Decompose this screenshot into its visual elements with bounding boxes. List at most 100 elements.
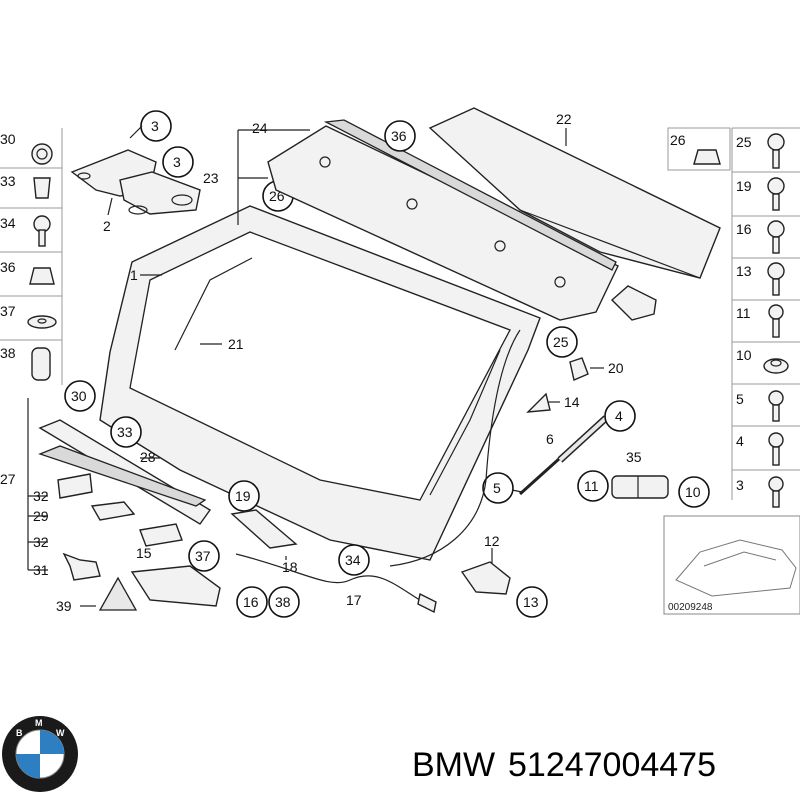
callout-17-text: 17 xyxy=(346,592,362,608)
callout-6-text: 6 xyxy=(546,431,554,447)
svg-text:10: 10 xyxy=(685,484,701,500)
hinge-assembly: 2 3 3 xyxy=(70,110,201,234)
svg-text:4: 4 xyxy=(615,408,623,424)
switch-18 xyxy=(230,509,298,549)
left-label-37: 37 xyxy=(0,303,16,319)
button-29 xyxy=(90,501,136,521)
screw-5-icon xyxy=(768,390,784,406)
callout-11 xyxy=(577,470,609,502)
brand-label: BMW xyxy=(412,746,495,784)
svg-text:38: 38 xyxy=(275,594,291,610)
callout-32b-text: 32 xyxy=(33,534,49,550)
callout-13 xyxy=(516,586,548,618)
svg-text:5: 5 xyxy=(493,480,501,496)
callout-1-text: 1 xyxy=(130,267,138,283)
right-label-19: 19 xyxy=(736,178,752,194)
plug-20 xyxy=(569,357,589,381)
bracket-14 xyxy=(526,392,551,413)
grommet-26-icon xyxy=(693,149,721,165)
callout-39-text: 39 xyxy=(56,598,72,614)
inner-top-panel: 24 23 36 xyxy=(203,119,619,321)
washer-37-icon xyxy=(27,315,57,329)
left-parts-column: 30 33 34 36 37 38 xyxy=(0,128,63,385)
gas-strut-assembly: 25 20 14 6 4 5 35 11 10 xyxy=(482,326,710,508)
cap-36-icon xyxy=(29,267,55,285)
svg-text:16: 16 xyxy=(243,594,259,610)
screw-25-icon xyxy=(767,133,785,151)
vehicle-location-inset: 00209248 xyxy=(663,515,800,615)
seal-strip-24 xyxy=(323,119,617,271)
right-parts-column: 26 25 19 16 13 11 10 5 xyxy=(667,127,800,508)
screw-3-icon xyxy=(768,476,784,492)
left-label-33: 33 xyxy=(0,173,16,189)
seal-cable xyxy=(389,329,521,567)
screw-4-icon xyxy=(768,432,784,448)
tailgate-frame: 1 21 26 xyxy=(99,180,541,561)
callout-28-text: 28 xyxy=(140,449,156,465)
right-label-5: 5 xyxy=(736,391,744,407)
callout-32a-text: 32 xyxy=(33,488,49,504)
callout-29-text: 29 xyxy=(33,508,49,524)
svg-text:13: 13 xyxy=(523,594,539,610)
callout-16 xyxy=(236,586,268,618)
spoiler-bracket xyxy=(610,285,657,321)
bowden-cable-17 xyxy=(235,553,431,607)
callout-12-text: 12 xyxy=(484,533,500,549)
callout-4 xyxy=(604,400,636,432)
cable-and-hinge: 34 17 12 13 xyxy=(235,329,548,618)
callout-38 xyxy=(268,586,300,618)
svg-text:36: 36 xyxy=(391,128,407,144)
callout-22-text: 22 xyxy=(556,111,572,127)
clip-30-icon xyxy=(31,143,53,165)
svg-text:11: 11 xyxy=(584,478,599,494)
svg-text:3: 3 xyxy=(151,118,159,134)
callout-3b xyxy=(162,146,194,178)
svg-text:19: 19 xyxy=(235,488,251,504)
bulb-holder-31 xyxy=(62,552,101,581)
svg-text:B: B xyxy=(16,728,23,738)
screw-11-icon xyxy=(768,304,784,320)
hinge-part-12 xyxy=(460,561,511,595)
right-label-25: 25 xyxy=(736,134,752,150)
callout-15-text: 15 xyxy=(136,545,152,561)
buffer-38-icon xyxy=(31,347,51,381)
handle-and-lock-parts: 30 27 33 28 32 29 32 31 15 37 39 16 38 1… xyxy=(0,380,300,618)
callout-19 xyxy=(228,480,260,512)
callout-33 xyxy=(110,416,142,448)
rear-spoiler: 22 xyxy=(428,107,721,321)
svg-text:30: 30 xyxy=(71,388,87,404)
svg-text:34: 34 xyxy=(345,552,361,568)
callout-25 xyxy=(546,326,578,358)
lock-15 xyxy=(130,565,221,607)
callout-14-text: 14 xyxy=(564,394,580,410)
right-label-11: 11 xyxy=(736,305,751,321)
callout-23-text: 23 xyxy=(203,170,219,186)
callout-31-text: 31 xyxy=(33,562,49,578)
callout-24-text: 24 xyxy=(252,120,268,136)
callout-2-text: 2 xyxy=(103,218,111,234)
svg-text:33: 33 xyxy=(117,424,133,440)
light-32b xyxy=(139,523,183,547)
callout-36 xyxy=(384,120,416,152)
right-label-4: 4 xyxy=(736,433,744,449)
warning-sticker-39 xyxy=(98,576,138,611)
svg-text:W: W xyxy=(56,728,65,738)
svg-text:37: 37 xyxy=(195,548,211,564)
left-label-34: 34 xyxy=(0,215,16,231)
light-32a xyxy=(57,473,93,499)
screw-19-icon xyxy=(767,177,785,195)
callout-34 xyxy=(338,544,370,576)
car-outline-icon xyxy=(675,539,797,597)
callout-21-text: 21 xyxy=(228,336,244,352)
right-label-3: 3 xyxy=(736,477,744,493)
left-label-38: 38 xyxy=(0,345,16,361)
callout-27-text: 27 xyxy=(0,471,16,487)
callout-20-text: 20 xyxy=(608,360,624,376)
callout-5 xyxy=(482,472,514,504)
svg-text:M: M xyxy=(35,718,43,728)
stop-buffer-35 xyxy=(611,475,669,499)
svg-text:3: 3 xyxy=(173,154,181,170)
callout-10 xyxy=(678,476,710,508)
